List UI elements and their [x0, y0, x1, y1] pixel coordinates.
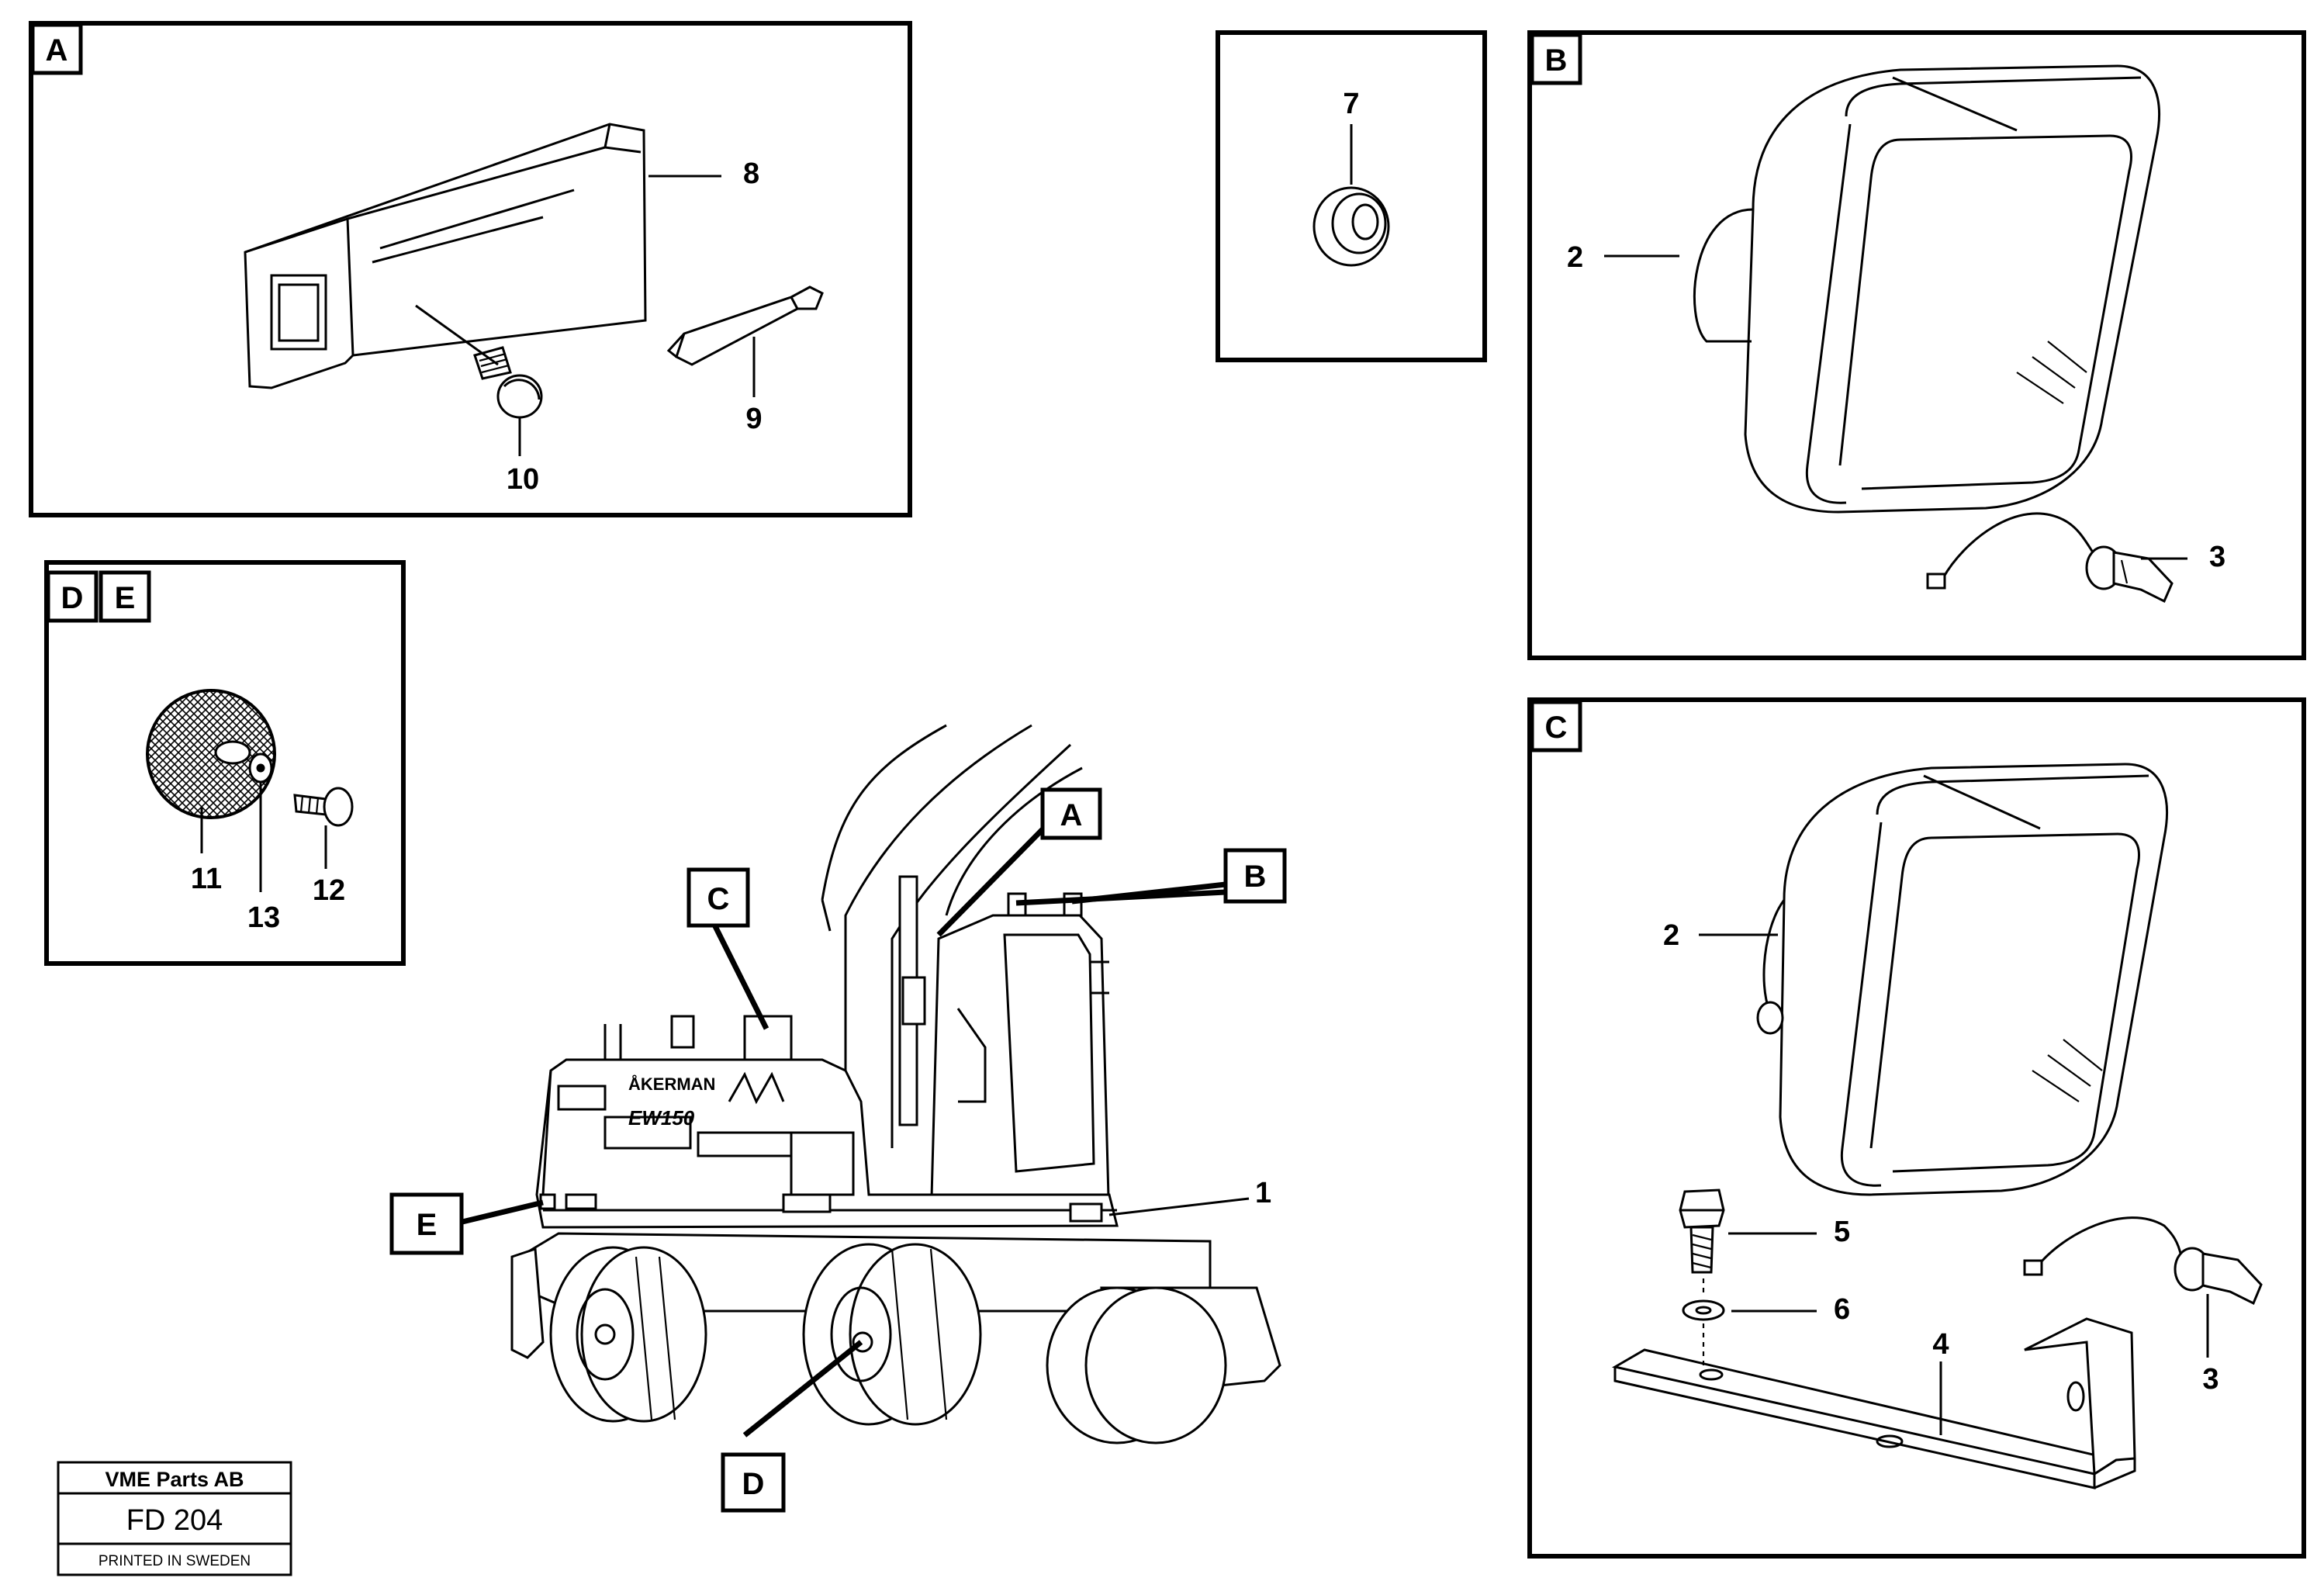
callout-3-c: 3 — [2202, 1363, 2219, 1396]
washer-13 — [248, 752, 273, 784]
panel-seal: 7 — [1216, 30, 1487, 362]
callout-11: 11 — [191, 863, 222, 895]
callout-8: 8 — [743, 157, 759, 190]
panel-e-tag: E — [115, 581, 136, 615]
wheel-front-left — [549, 1246, 707, 1423]
machine-model: EW150 — [628, 1106, 695, 1130]
machine-brand: ÅKERMAN — [628, 1074, 715, 1094]
title-company: VME Parts AB — [105, 1468, 244, 1491]
panel-c-tag: C — [1545, 711, 1568, 745]
panel-c: C — [1527, 697, 2306, 1559]
machine-tag-c: C — [707, 882, 730, 916]
panel-d-tag: D — [61, 581, 84, 615]
excavator-overview: ÅKERMAN EW150 — [389, 724, 1287, 1513]
title-printed: PRINTED IN SWEDEN — [99, 1553, 251, 1569]
callout-12: 12 — [313, 874, 345, 907]
callout-2-b: 2 — [1567, 241, 1583, 274]
machine-tag-b: B — [1244, 860, 1267, 894]
callout-3-b: 3 — [2209, 541, 2225, 573]
work-light-c — [1756, 763, 2168, 1196]
bulb-socket-c — [2023, 1216, 2263, 1306]
washer-6 — [1682, 1299, 1725, 1321]
panel-a: A 8 9 10 — [29, 21, 912, 517]
callout-2-c: 2 — [1663, 919, 1679, 952]
machine-tag-d: D — [742, 1467, 765, 1501]
grommet-7 — [1312, 186, 1390, 267]
reflector-11 — [146, 689, 276, 819]
callout-5: 5 — [1834, 1216, 1850, 1248]
screw-12 — [293, 787, 354, 827]
callout-4: 4 — [1932, 1328, 1949, 1361]
title-code: FD 204 — [126, 1504, 223, 1537]
marker-lamp — [244, 123, 647, 389]
machine-tag-a: A — [1060, 798, 1083, 832]
wheel-rear-left — [802, 1243, 982, 1426]
callout-9: 9 — [745, 403, 762, 435]
callout-13: 13 — [247, 901, 280, 934]
wheel-rear-right — [1046, 1286, 1227, 1444]
callout-7: 7 — [1343, 88, 1359, 120]
work-light-b — [1693, 64, 2160, 514]
panel-a-tag: A — [46, 33, 68, 67]
callout-1: 1 — [1255, 1177, 1271, 1209]
screw-10 — [473, 346, 543, 419]
callout-6: 6 — [1834, 1293, 1850, 1326]
machine-tag-e: E — [417, 1208, 437, 1242]
panel-b: B 2 3 — [1527, 30, 2306, 660]
bulb-9 — [666, 285, 824, 366]
bolt-5 — [1679, 1188, 1725, 1274]
panel-de: D E 11 13 12 — [44, 560, 406, 966]
bulb-socket-b — [1926, 512, 2174, 604]
callout-10: 10 — [507, 463, 539, 496]
panel-b-tag: B — [1545, 43, 1568, 78]
title-block: VME Parts AB FD 204 PRINTED IN SWEDEN — [57, 1461, 292, 1576]
bracket-4 — [1611, 1317, 2136, 1489]
